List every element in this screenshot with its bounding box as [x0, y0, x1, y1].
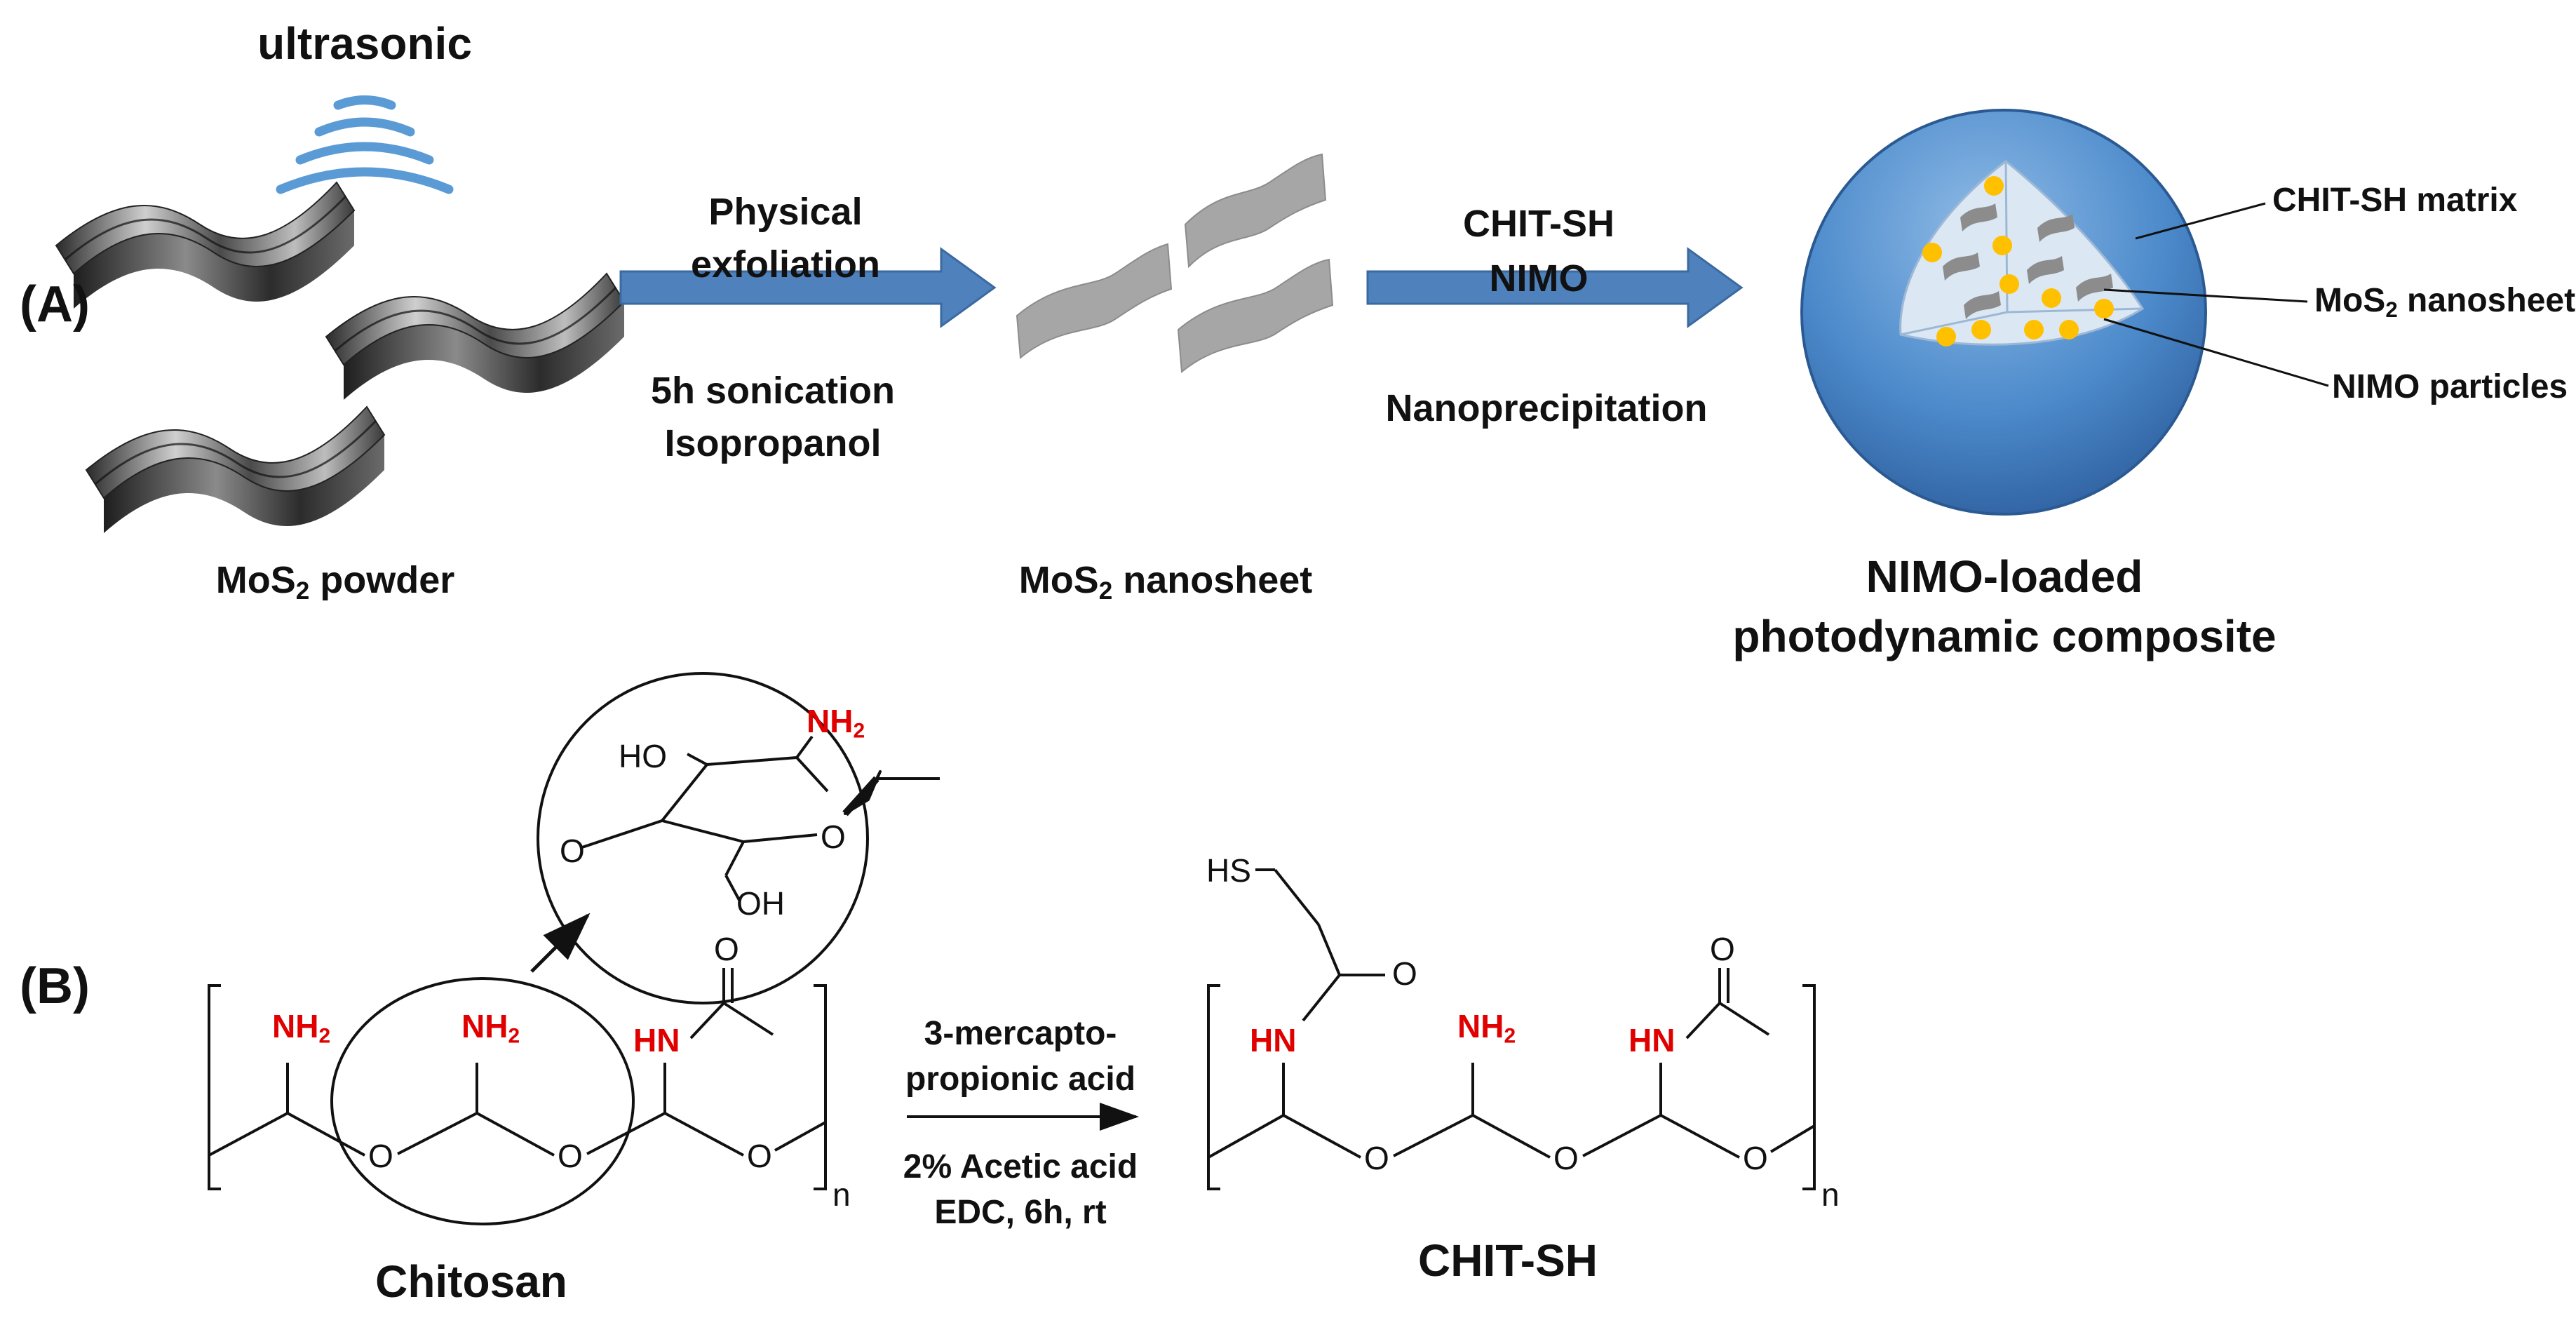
glucosamine-ring	[581, 735, 940, 902]
composite-label-line1: NIMO-loaded	[1866, 551, 2143, 602]
callout-nanosheet: MoS2 nanosheet	[2314, 282, 2576, 322]
chit-sh-name: CHIT-SH	[1418, 1235, 1598, 1286]
chitosan-nh2-1: NH2	[272, 1008, 331, 1048]
chit-sh-carbonyl-o: O	[1710, 931, 1735, 967]
chitosan-n-subscript: n	[832, 1176, 851, 1213]
nanoprecipitation-arrow	[1366, 247, 1744, 328]
chit-sh-nh2: NH2	[1457, 1008, 1516, 1048]
composite-label-line2: photodynamic composite	[1732, 611, 2277, 661]
zoom-arrow	[530, 913, 591, 973]
condition-line2: EDC, 6h, rt	[934, 1194, 1107, 1231]
panel-b-label: (B)	[20, 958, 90, 1014]
chitosan-carbonyl-o: O	[714, 931, 739, 967]
callout-lines	[2103, 202, 2329, 387]
step1-bottom-line1: 5h sonication	[650, 370, 896, 412]
chit-sh-hs: HS	[1206, 852, 1251, 889]
panel-a-label: (A)	[20, 276, 90, 332]
reagent-line1: 3-mercapto-	[924, 1015, 1117, 1052]
chitosan-polymer-brackets	[208, 984, 827, 1190]
step1-bottom-line2: Isopropanol	[664, 422, 882, 464]
chit-sh-amide-o: O	[1392, 955, 1417, 992]
chitosan-backbone	[208, 968, 826, 1157]
chitosan-hn: HN	[633, 1022, 680, 1058]
condition-line1: 2% Acetic acid	[903, 1148, 1138, 1185]
chitosan-o-1: O	[368, 1138, 393, 1174]
chit-sh-backbone	[1208, 868, 1816, 1159]
ultrasonic-label: ultrasonic	[257, 18, 472, 69]
ring-o-left: O	[560, 833, 585, 869]
chitosan-name: Chitosan	[375, 1256, 567, 1307]
ring-oh: OH	[736, 885, 785, 922]
callout-matrix: CHIT-SH matrix	[2272, 182, 2518, 219]
reagent-line2: propionic acid	[905, 1061, 1136, 1098]
chitosan-nh2-2: NH2	[461, 1008, 520, 1048]
chitosan-o-2: O	[558, 1138, 583, 1174]
repeat-unit-highlight	[330, 977, 635, 1225]
chit-sh-o-1: O	[1364, 1140, 1389, 1176]
step2-top-line2: NIMO	[1489, 257, 1589, 300]
composite-sphere	[1800, 109, 2207, 516]
chit-sh-n-subscript: n	[1821, 1176, 1840, 1213]
step1-top-line1: Physical	[708, 191, 863, 233]
callout-particles: NIMO particles	[2332, 368, 2568, 405]
ring-o: O	[821, 819, 846, 855]
chit-sh-polymer-brackets	[1207, 984, 1816, 1190]
ultrasonic-wave-icon	[276, 95, 454, 194]
exfoliation-arrow	[619, 247, 997, 328]
chit-sh-hn-1: HN	[1250, 1022, 1297, 1058]
chit-sh-hn-2: HN	[1628, 1022, 1675, 1058]
mos2-nanosheet-icon	[1016, 153, 1334, 373]
step2-top-line1: CHIT-SH	[1463, 203, 1614, 245]
ring-ho: HO	[619, 738, 667, 774]
mos2-nanosheet-label: MoS2 nanosheet	[1018, 559, 1313, 605]
ring-nh2: NH2	[807, 703, 865, 743]
mos2-powder-slab-icon	[55, 181, 626, 533]
chit-sh-o-2: O	[1553, 1140, 1579, 1176]
step1-top-line2: exfoliation	[690, 243, 881, 285]
chitosan-o-3: O	[747, 1138, 772, 1174]
zoom-circle	[537, 672, 869, 1004]
chit-sh-o-3: O	[1743, 1140, 1768, 1176]
mos2-powder-label: MoS2 powder	[215, 559, 455, 605]
step2-bottom: Nanoprecipitation	[1385, 387, 1708, 429]
